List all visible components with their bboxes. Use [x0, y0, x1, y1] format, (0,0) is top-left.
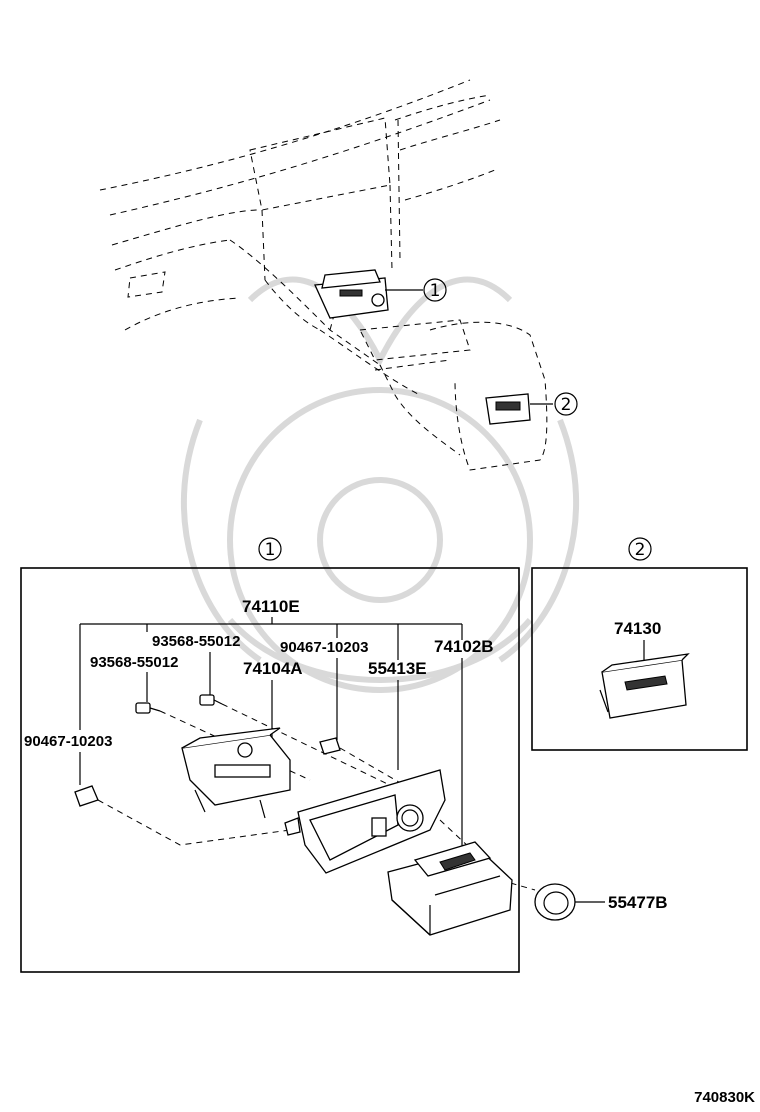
ashtray-bracket-74104A — [181, 727, 291, 819]
part-label-74102B: 74102B — [434, 637, 494, 656]
part-label-74130: 74130 — [614, 619, 661, 638]
callout-2-top: 2 — [554, 392, 578, 416]
callout-2-top-label: 2 — [561, 395, 572, 415]
screw-right — [199, 694, 223, 706]
diagram-code: 740830K — [694, 1089, 755, 1106]
callout-2-box-label: 2 — [635, 540, 646, 560]
part-label-90467-10203-upper: 90467-10203 — [280, 639, 368, 656]
ashtray-74102B — [387, 841, 513, 936]
screw-left — [135, 702, 161, 714]
callout-2-box-header: 2 — [628, 537, 652, 561]
lighter-ring-55477B — [534, 883, 605, 921]
part-label-74110E: 74110E — [242, 597, 300, 616]
callout-1-top: 1 — [423, 278, 447, 302]
watermark-emblem — [180, 276, 580, 693]
console-panel-55413E — [284, 769, 446, 874]
part-label-74104A: 74104A — [243, 659, 303, 678]
part-label-55413E: 55413E — [368, 659, 427, 678]
callout-1-box-header: 1 — [258, 537, 282, 561]
clip-right — [319, 737, 341, 755]
part-label-90467-10203-left: 90467-10203 — [24, 733, 112, 750]
detail-box-1 — [20, 567, 520, 973]
part-label-55477B: 55477B — [608, 893, 668, 912]
callout-1-top-label: 1 — [430, 281, 441, 301]
console-overview-drawing — [99, 79, 553, 471]
rear-ashtray-74130 — [599, 653, 690, 719]
part-label-93568-55012-lower: 93568-55012 — [90, 654, 178, 671]
part-label-93568-55012-upper: 93568-55012 — [152, 633, 240, 650]
clip-left — [74, 785, 99, 807]
callout-1-box-label: 1 — [265, 540, 276, 560]
detail-box-2 — [531, 567, 748, 751]
